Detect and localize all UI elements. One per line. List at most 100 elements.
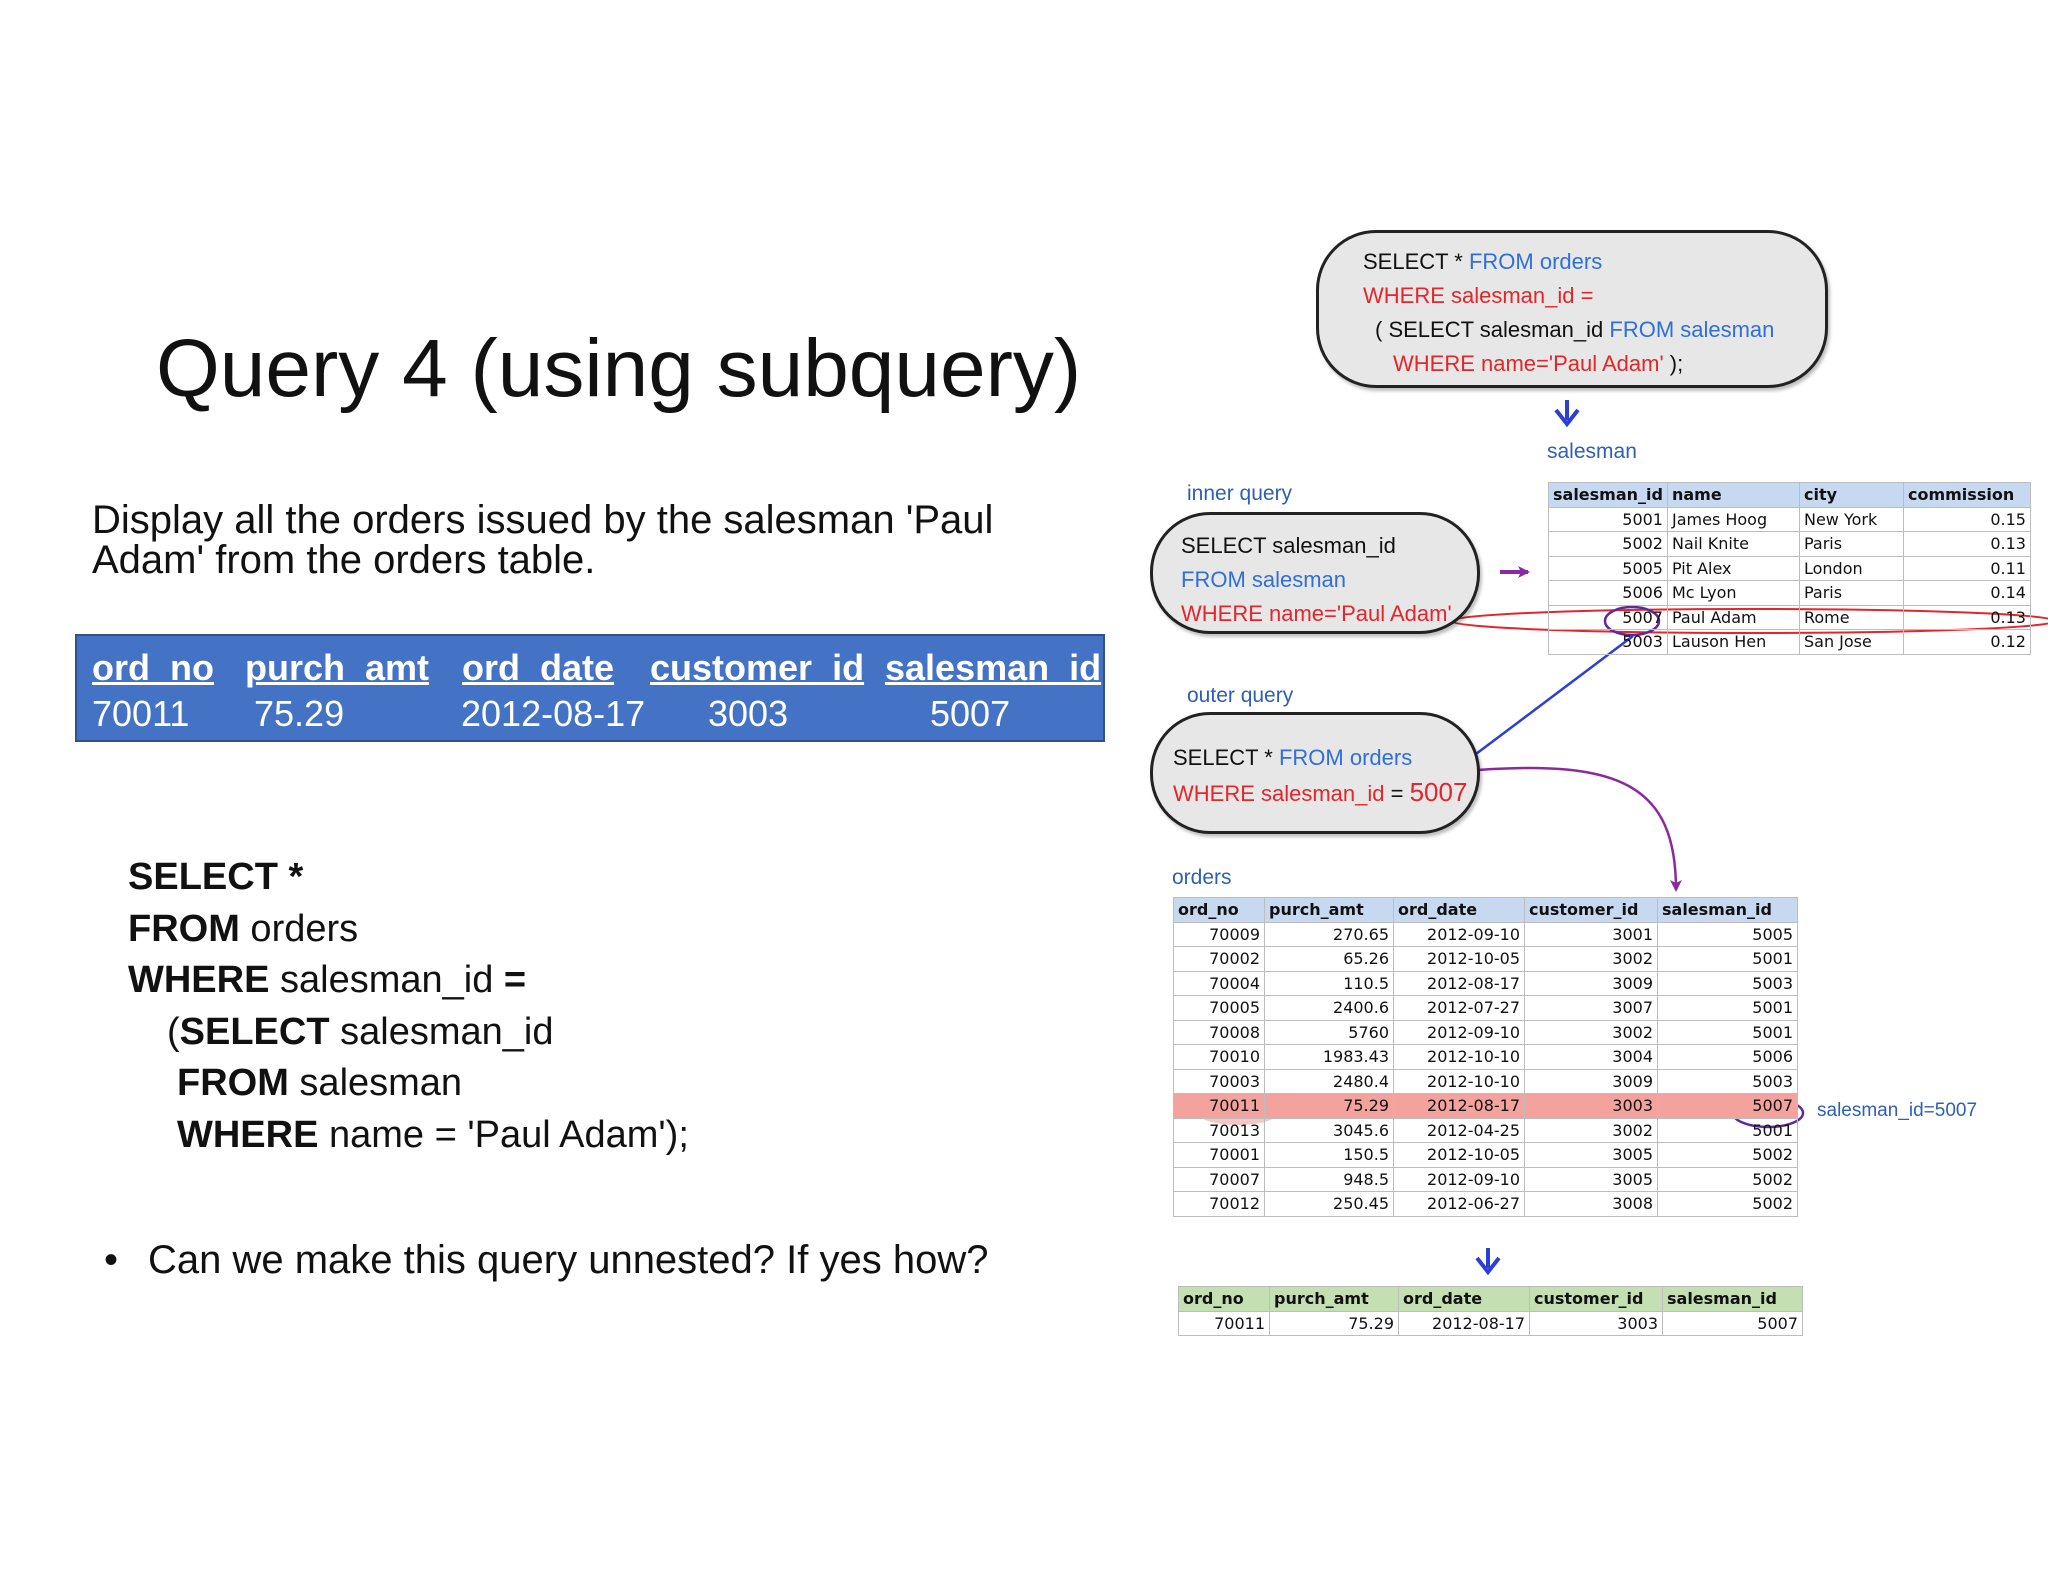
table-cell: 2480.4: [1264, 1068, 1394, 1094]
result-header: salesman_id: [1662, 1286, 1803, 1312]
table-cell: 948.5: [1264, 1166, 1394, 1192]
table-cell: 5001: [1657, 946, 1798, 972]
sql-line-6: WHERE name = 'Paul Adam');: [128, 1110, 689, 1162]
result-header: customer_id: [1529, 1286, 1663, 1312]
table-cell: 5005: [1657, 921, 1798, 947]
table-cell: 5007: [1657, 1093, 1798, 1119]
table-cell: 3002: [1524, 1117, 1658, 1143]
sql-keyword: WHERE: [128, 959, 270, 1001]
table-cell: 0.14: [1902, 580, 2031, 606]
table-cell: 0.12: [1902, 629, 2031, 655]
table-cell: Paris: [1798, 531, 1904, 557]
table-cell: 5005: [1548, 555, 1668, 581]
table-cell: 5002: [1657, 1142, 1798, 1168]
orders-header: ord_no: [1173, 897, 1265, 923]
sql-line-1: SELECT *: [128, 852, 689, 904]
table-cell: 2012-09-10: [1393, 921, 1525, 947]
description-line-1: Display all the orders issued by the sal…: [92, 498, 994, 542]
table-cell: 5003: [1657, 1068, 1798, 1094]
table-cell: Lauson Hen: [1666, 629, 1800, 655]
table-cell: 3001: [1524, 921, 1658, 947]
sql-text: name = 'Paul Adam');: [318, 1113, 689, 1156]
table-cell: 3002: [1524, 946, 1658, 972]
query-text: =: [1384, 781, 1410, 806]
bullet-text: Can we make this query unnested? If yes …: [148, 1238, 989, 1282]
sql-code-block: SELECT * FROM orders WHERE salesman_id =…: [128, 852, 689, 1161]
table-cell: 3004: [1524, 1044, 1658, 1070]
table-cell: 2012-04-25: [1393, 1117, 1525, 1143]
table-cell: San Jose: [1798, 629, 1904, 655]
table-cell: 70008: [1173, 1019, 1265, 1045]
sql-text: salesman_id: [269, 959, 504, 1001]
result-header-salesman-id: salesman_id: [885, 647, 1102, 688]
query-text: FROM orders: [1468, 249, 1603, 274]
outer-query-label: outer query: [1187, 684, 1294, 707]
table-cell: London: [1798, 555, 1904, 581]
result-header-ord-date: ord_date: [462, 647, 615, 688]
table-cell: 70011: [1173, 1093, 1265, 1119]
table-cell: 70011: [1178, 1310, 1270, 1336]
sql-text: orders: [239, 907, 359, 950]
table-cell: 0.11: [1902, 555, 2031, 581]
result-value-ord-date: 2012-08-17: [461, 693, 646, 734]
sql-keyword: =: [503, 959, 527, 1001]
table-cell: 5001: [1657, 1019, 1798, 1045]
query-text: ( SELECT salesman_id: [1375, 317, 1610, 342]
query-text: FROM salesman: [1609, 317, 1775, 342]
orders-header: purch_amt: [1264, 897, 1394, 923]
full-query-bubble: SELECT * FROM orders WHERE salesman_id =…: [1316, 230, 1828, 388]
query-text: FROM orders: [1278, 745, 1413, 770]
table-cell: 3045.6: [1264, 1117, 1394, 1143]
table-cell: Mc Lyon: [1666, 580, 1800, 606]
table-cell: 3009: [1524, 1068, 1658, 1094]
table-cell: 70013: [1173, 1117, 1265, 1143]
result-value-salesman-id: 5007: [930, 693, 1011, 734]
table-cell: New York: [1798, 506, 1904, 532]
table-cell: 70003: [1173, 1068, 1265, 1094]
table-cell: 5006: [1548, 580, 1668, 606]
query-value-5007: 5007: [1409, 777, 1468, 807]
orders-header: customer_id: [1524, 897, 1658, 923]
sql-keyword: FROM: [128, 907, 240, 950]
query-text: );: [1663, 351, 1684, 376]
table-cell: 2012-08-17: [1393, 970, 1525, 996]
table-cell: 2012-06-27: [1393, 1191, 1525, 1217]
table-cell: 5002: [1657, 1166, 1798, 1192]
table-cell: 70005: [1173, 995, 1265, 1021]
result-summary-table: ord_no purch_amt ord_date customer_id sa…: [75, 634, 1105, 742]
table-cell: 5001: [1657, 1117, 1798, 1143]
sql-line-5: FROM salesman: [128, 1058, 689, 1110]
sql-text: salesman_id: [329, 1010, 554, 1053]
sql-keyword: WHERE: [177, 1113, 319, 1156]
query-text: WHERE name='Paul Adam': [1181, 601, 1452, 626]
table-cell: 70002: [1173, 946, 1265, 972]
inner-query-label: inner query: [1187, 482, 1293, 505]
sql-text: (: [167, 1010, 180, 1053]
table-cell: 3005: [1524, 1142, 1658, 1168]
table-cell: 250.45: [1264, 1191, 1394, 1217]
table-cell: 0.13: [1902, 604, 2031, 630]
table-cell: 110.5: [1264, 970, 1394, 996]
table-cell: Rome: [1798, 604, 1904, 630]
salesman-table-label: salesman: [1547, 440, 1637, 463]
table-cell: 3007: [1524, 995, 1658, 1021]
query-text: SELECT *: [1173, 745, 1279, 770]
outer-query-bubble: SELECT * FROM orders WHERE salesman_id =…: [1150, 712, 1480, 834]
sql-keyword: SELECT: [179, 1010, 330, 1053]
table-cell: 2012-10-10: [1393, 1044, 1525, 1070]
table-cell: 5007: [1662, 1310, 1803, 1336]
salesman-id-annotation: salesman_id=5007: [1817, 1100, 1978, 1121]
salesman-header: commission: [1902, 482, 2031, 508]
arrow-down-icon: [1554, 400, 1580, 428]
description-line-2: Adam' from the orders table.: [92, 538, 596, 582]
query-text: WHERE salesman_id: [1173, 781, 1385, 806]
